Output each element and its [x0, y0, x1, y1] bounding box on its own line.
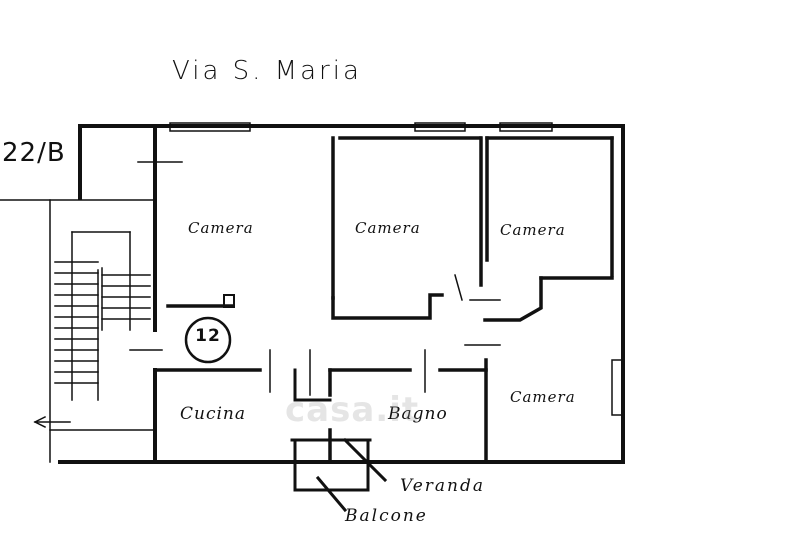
- room-label-camera-1: Camera: [188, 219, 254, 237]
- watermark-logo: casa.it: [285, 390, 420, 430]
- callout-veranda: Veranda: [400, 476, 486, 496]
- room-label-camera-3: Camera: [500, 221, 566, 239]
- room-label-camera-4: Camera: [510, 388, 576, 406]
- street-name-label: Via S. Maria: [172, 56, 362, 86]
- outer-walls: [58, 124, 625, 464]
- door-marks: [129, 161, 501, 396]
- room-label-camera-2: Camera: [355, 219, 421, 237]
- unit-number: 12: [195, 326, 221, 346]
- windows-top: [169, 122, 623, 416]
- staircase: [0, 199, 156, 463]
- room-label-bagno: Bagno: [388, 404, 448, 424]
- room-label-cucina: Cucina: [180, 404, 246, 424]
- civic-number-label: 22/B: [2, 138, 66, 168]
- interior-walls: [153, 136, 614, 462]
- unit-number-circle: [184, 316, 232, 364]
- callout-balcone: Balcone: [345, 506, 428, 526]
- veranda-balcony: [290, 368, 388, 513]
